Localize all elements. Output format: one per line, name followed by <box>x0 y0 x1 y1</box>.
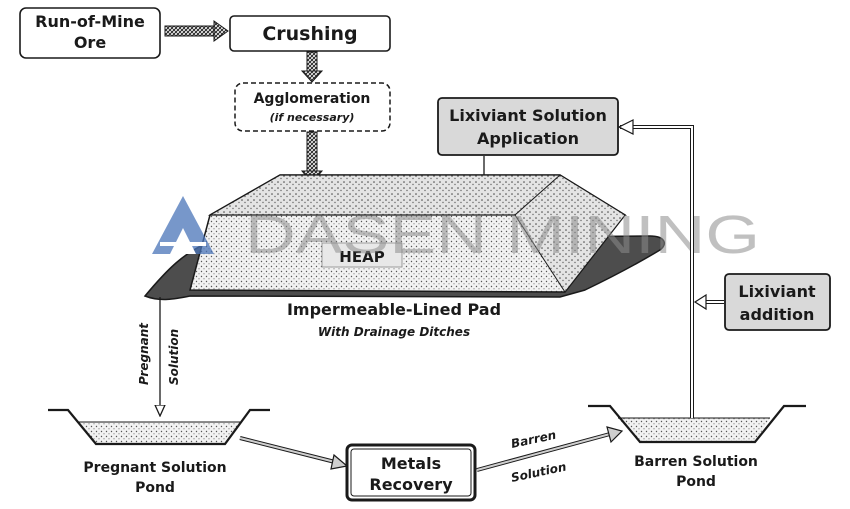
crushing-box: Crushing <box>229 15 391 52</box>
watermark: DASEN MINING <box>152 196 760 265</box>
run-of-mine-label-2: Ore <box>74 33 106 52</box>
lixiviant-addition-box: Lixiviant addition <box>724 273 831 331</box>
pad-title: Impermeable-Lined Pad <box>287 300 501 319</box>
pregnant-pond-label-1: Pregnant Solution <box>83 460 226 476</box>
agglomeration-box: Agglomeration (if necessary) <box>234 82 391 132</box>
crushing-label: Crushing <box>262 23 357 45</box>
heap-label: HEAP <box>339 248 384 266</box>
lixiviant-application-box: Lixiviant Solution Application <box>437 97 619 156</box>
run-of-mine-box: Run-of-Mine Ore <box>19 7 161 59</box>
barren-solution-pond: Barren Solution Pond <box>588 404 806 490</box>
arrow-ore-to-crushing <box>164 20 229 42</box>
arrow-pond-to-recovery <box>239 436 349 470</box>
pad-subtitle: With Drainage Ditches <box>318 325 470 339</box>
lixiviant-addition-label-2: addition <box>740 305 815 324</box>
lixiviant-application-label-1: Lixiviant Solution <box>449 106 607 125</box>
arrow-crushing-to-agglomeration <box>300 51 324 83</box>
barren-flow-label-1: Barren <box>510 428 558 451</box>
pregnant-flow-label-1: Pregnant <box>137 322 151 385</box>
barren-flow-label-2: Solution <box>510 460 568 485</box>
barren-pond-label-1: Barren Solution <box>634 454 758 470</box>
metals-recovery-label-2: Recovery <box>369 475 453 494</box>
pregnant-solution-pond: Pregnant Solution Pond <box>48 408 270 496</box>
metals-recovery-box: Metals Recovery <box>345 443 477 502</box>
agglomeration-note: (if necessary) <box>270 111 355 124</box>
lixiviant-addition-label-1: Lixiviant <box>738 282 816 301</box>
run-of-mine-label-1: Run-of-Mine <box>35 12 145 31</box>
metals-recovery-label-1: Metals <box>381 454 441 473</box>
agglomeration-label: Agglomeration <box>254 91 371 107</box>
pregnant-pond-label-2: Pond <box>135 480 175 496</box>
pregnant-flow-label-2: Solution <box>167 329 181 385</box>
heap: HEAP <box>189 174 628 293</box>
pregnant-solution-flow: Pregnant Solution <box>137 297 181 415</box>
return-pipe <box>617 119 694 418</box>
watermark-logo-icon <box>152 196 214 254</box>
barren-pond-label-2: Pond <box>676 474 716 490</box>
arrow-recovery-to-barren-pond: Barren Solution <box>476 426 624 485</box>
watermark-text: DASEN MINING <box>245 205 760 265</box>
arrow-addition-to-pipe <box>693 293 724 311</box>
lixiviant-application-label-2: Application <box>477 129 579 148</box>
